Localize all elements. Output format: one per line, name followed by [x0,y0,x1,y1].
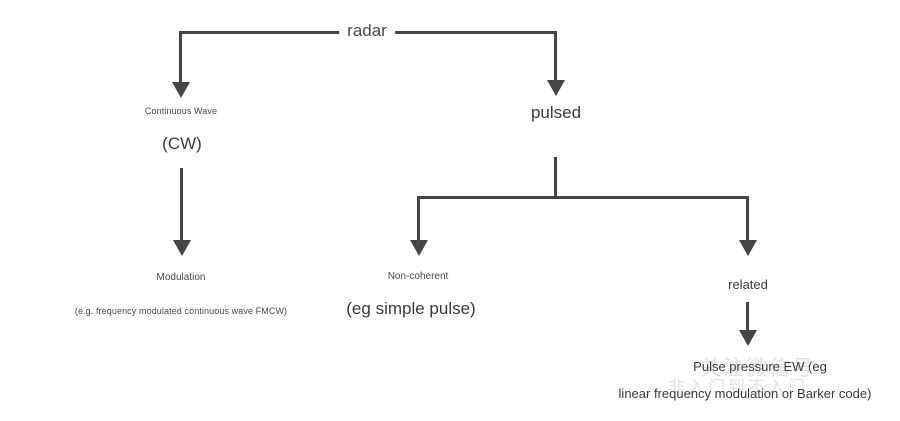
node-modulation-detail: (e.g. frequency modulated continuous wav… [74,306,288,316]
pulsed-to-noncoherent-line [417,196,420,242]
node-cw-abbrev: (CW) [162,134,202,153]
node-simple-pulse: (eg simple pulse) [346,299,476,318]
root-bar-left-segment [180,31,340,34]
pulsed-to-noncoherent-arrowhead [410,240,428,256]
root-to-cw-arrowhead [172,82,190,98]
root-to-pulsed-line [554,31,557,82]
pulsed-to-related-line [746,196,749,242]
pulsed-to-related-arrowhead [739,240,757,256]
root-bar-right-segment [395,31,556,34]
node-continuous-wave-label: Continuous Wave [144,106,218,116]
node-pulse-pressure-line-1: Pulse pressure EW (eg [693,359,827,374]
node-radar: radar [339,20,395,42]
related-to-pulse-pressure-line [746,302,749,332]
node-modulation-label: Modulation [156,272,206,283]
node-pulsed: pulsed [530,103,582,122]
node-non-coherent-label: Non-coherent [387,271,449,282]
related-to-pulse-pressure-arrowhead [739,330,757,346]
root-to-pulsed-arrowhead [547,80,565,96]
root-to-cw-line [179,31,182,84]
pulsed-split-bar [417,196,749,199]
pulsed-stem-line [554,157,557,198]
cw-to-modulation-arrowhead [173,240,191,256]
node-related: related [728,277,768,292]
cw-to-modulation-line [180,168,183,242]
node-pulse-pressure-line-2: linear frequency modulation or Barker co… [618,386,872,401]
